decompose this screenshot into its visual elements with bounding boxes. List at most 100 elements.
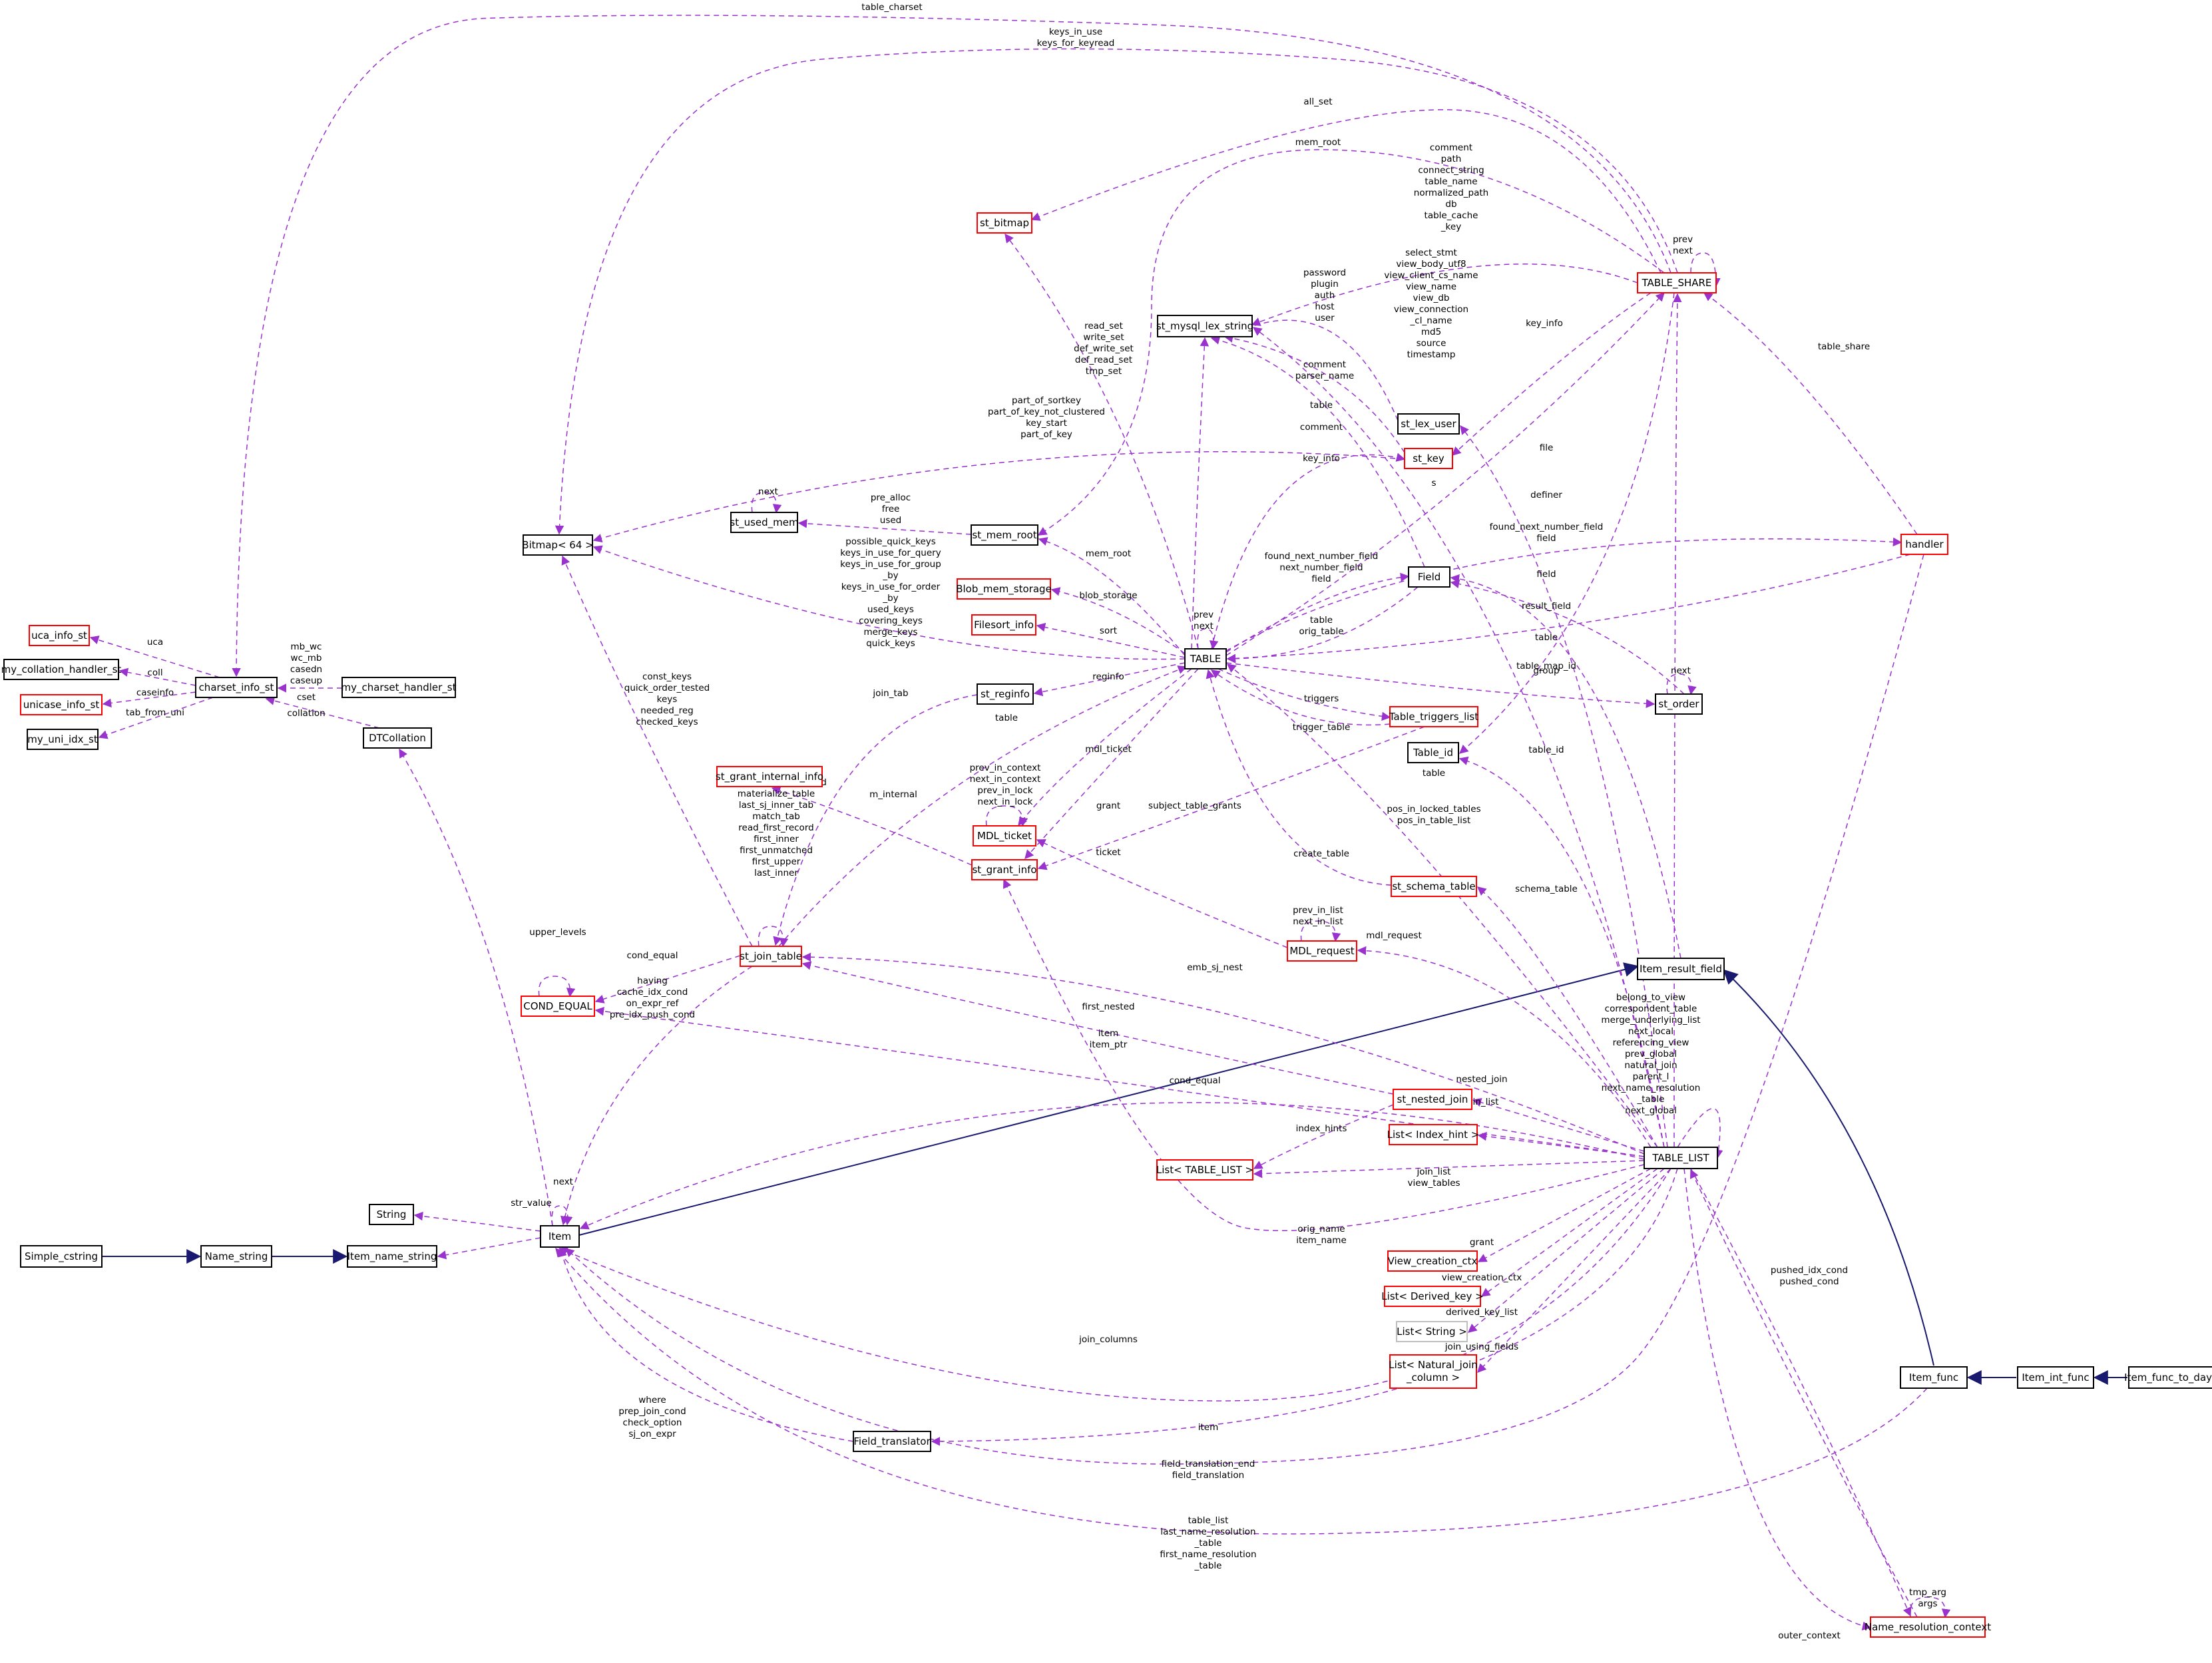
- node-box[interactable]: [1900, 534, 1948, 555]
- node-box[interactable]: [977, 683, 1034, 705]
- node-box[interactable]: [1637, 272, 1717, 293]
- node-box[interactable]: [1157, 315, 1253, 337]
- node-box[interactable]: [716, 766, 823, 787]
- class-node-name-resolution-context[interactable]: Name_resolution_context: [1865, 1616, 1991, 1638]
- node-box[interactable]: [540, 1225, 580, 1248]
- class-node-st-reginfo[interactable]: st_reginfo: [977, 683, 1034, 705]
- class-node-name-string[interactable]: Name_string: [200, 1245, 272, 1268]
- node-box[interactable]: [1184, 648, 1227, 669]
- class-node-mdl-request[interactable]: MDL_request: [1287, 940, 1357, 962]
- class-node-field[interactable]: Field: [1408, 566, 1450, 588]
- node-box[interactable]: [29, 625, 90, 646]
- class-node-item-result-field[interactable]: Item_result_field: [1637, 958, 1725, 980]
- node-box[interactable]: [1389, 706, 1478, 727]
- class-node-st-bitmap[interactable]: st_bitmap: [977, 212, 1032, 234]
- node-box[interactable]: [2128, 1366, 2212, 1389]
- node-box[interactable]: [521, 996, 595, 1017]
- class-node-uca-info-st[interactable]: uca_info_st: [29, 625, 90, 646]
- node-box[interactable]: [347, 1245, 437, 1268]
- node-box[interactable]: [369, 1204, 414, 1225]
- node-box[interactable]: [1870, 1616, 1986, 1638]
- class-node-table-list[interactable]: TABLE_LIST: [1644, 1147, 1718, 1169]
- node-box[interactable]: [973, 825, 1036, 846]
- node-box[interactable]: [740, 946, 802, 967]
- class-node-st-nested-join[interactable]: st_nested_join: [1393, 1089, 1472, 1110]
- class-node-st-join-table[interactable]: st_join_table: [740, 946, 802, 967]
- node-box[interactable]: [1408, 566, 1450, 588]
- node-box[interactable]: [341, 677, 456, 698]
- class-node-item-func-to-days[interactable]: Item_func_to_days: [2124, 1366, 2212, 1389]
- node-box[interactable]: [1397, 413, 1460, 435]
- class-node-dtcollation[interactable]: DTCollation: [363, 727, 432, 749]
- node-box[interactable]: [1287, 940, 1357, 962]
- node-box[interactable]: [1407, 742, 1459, 763]
- node-box[interactable]: [2017, 1366, 2094, 1389]
- class-node-simple-cstring[interactable]: Simple_cstring: [20, 1245, 103, 1268]
- node-box[interactable]: [1396, 1321, 1468, 1342]
- class-node-blob-mem-storage[interactable]: Blob_mem_storage: [956, 578, 1052, 600]
- class-node-charset-info-st[interactable]: charset_info_st: [195, 677, 278, 698]
- node-box[interactable]: [1391, 876, 1477, 897]
- class-node-my-collation-handler-st[interactable]: my_collation_handler_st: [1, 659, 122, 680]
- class-node-table-share[interactable]: TABLE_SHARE: [1637, 272, 1717, 293]
- class-node-bitmap64[interactable]: Bitmap< 64 >: [522, 534, 594, 556]
- class-node-item-func[interactable]: Item_func: [1900, 1366, 1968, 1389]
- node-box[interactable]: [195, 677, 278, 698]
- class-node-item-int-func[interactable]: Item_int_func: [2017, 1366, 2094, 1389]
- class-node-st-used-mem[interactable]: st_used_mem: [730, 512, 799, 533]
- class-node-table-triggers-list[interactable]: Table_triggers_list: [1389, 706, 1478, 727]
- node-box[interactable]: [1384, 1286, 1481, 1307]
- node-box[interactable]: [1900, 1366, 1968, 1389]
- node-box[interactable]: [977, 212, 1032, 234]
- class-node-my-charset-handler-st[interactable]: my_charset_handler_st: [341, 677, 457, 698]
- node-box[interactable]: [1655, 693, 1703, 715]
- node-box[interactable]: [971, 859, 1038, 880]
- class-node-unicase-info-st[interactable]: unicase_info_st: [20, 694, 103, 715]
- node-box[interactable]: [957, 578, 1051, 600]
- class-node-st-key[interactable]: st_key: [1404, 448, 1453, 469]
- class-node-cond-equal[interactable]: COND_EQUAL: [521, 996, 595, 1017]
- node-box[interactable]: [3, 659, 119, 680]
- class-node-list-string[interactable]: List< String >: [1396, 1321, 1468, 1342]
- class-node-table-id[interactable]: Table_id: [1407, 742, 1459, 763]
- class-node-st-grant-info[interactable]: st_grant_info: [971, 859, 1038, 880]
- node-box[interactable]: [1393, 1089, 1472, 1110]
- class-node-st-schema-table[interactable]: st_schema_table: [1391, 876, 1477, 897]
- node-box[interactable]: [1387, 1250, 1478, 1272]
- class-node-filesort-info[interactable]: Filesort_info: [971, 614, 1036, 636]
- class-node-string[interactable]: String: [369, 1204, 414, 1225]
- node-box[interactable]: [363, 727, 432, 749]
- node-box[interactable]: [971, 614, 1036, 636]
- class-node-handler[interactable]: handler: [1900, 534, 1948, 555]
- node-box[interactable]: [971, 524, 1038, 546]
- class-node-list-natural-join[interactable]: List< Natural_join_column >: [1389, 1354, 1478, 1389]
- class-node-st-lex-user[interactable]: st_lex_user: [1397, 413, 1460, 435]
- class-node-table[interactable]: TABLE: [1184, 648, 1227, 669]
- class-node-st-grant-internal-info[interactable]: st_grant_internal_info: [716, 766, 823, 787]
- node-box[interactable]: [27, 729, 99, 750]
- class-node-item[interactable]: Item: [540, 1225, 580, 1248]
- node-box[interactable]: [730, 512, 798, 533]
- node-box[interactable]: [20, 694, 103, 715]
- class-node-mdl-ticket[interactable]: MDL_ticket: [973, 825, 1036, 846]
- class-node-list-derived-key[interactable]: List< Derived_key >: [1381, 1286, 1484, 1307]
- class-node-view-creation-ctx[interactable]: View_creation_ctx: [1387, 1250, 1478, 1272]
- class-node-st-order[interactable]: st_order: [1655, 693, 1703, 715]
- class-node-my-uni-idx-st[interactable]: my_uni_idx_st: [27, 729, 99, 750]
- class-node-item-name-string[interactable]: Item_name_string: [347, 1245, 437, 1268]
- class-node-field-translator[interactable]: Field_translator: [853, 1431, 931, 1452]
- node-box[interactable]: [1644, 1147, 1718, 1169]
- class-node-st-mysql-lex-string[interactable]: st_mysql_lex_string: [1156, 315, 1253, 337]
- node-box[interactable]: [1389, 1124, 1478, 1145]
- node-box[interactable]: [1389, 1354, 1477, 1389]
- node-box[interactable]: [200, 1245, 272, 1268]
- class-node-st-mem-root[interactable]: st_mem_root: [971, 524, 1038, 546]
- node-box[interactable]: [20, 1245, 103, 1268]
- node-box[interactable]: [1637, 958, 1725, 980]
- class-node-list-index-hint[interactable]: List< Index_hint >: [1387, 1124, 1480, 1145]
- node-box[interactable]: [1404, 448, 1453, 469]
- node-box[interactable]: [853, 1431, 931, 1452]
- class-node-list-table-list[interactable]: List< TABLE_LIST >: [1156, 1159, 1253, 1181]
- node-box[interactable]: [523, 534, 593, 556]
- node-box[interactable]: [1156, 1159, 1253, 1181]
